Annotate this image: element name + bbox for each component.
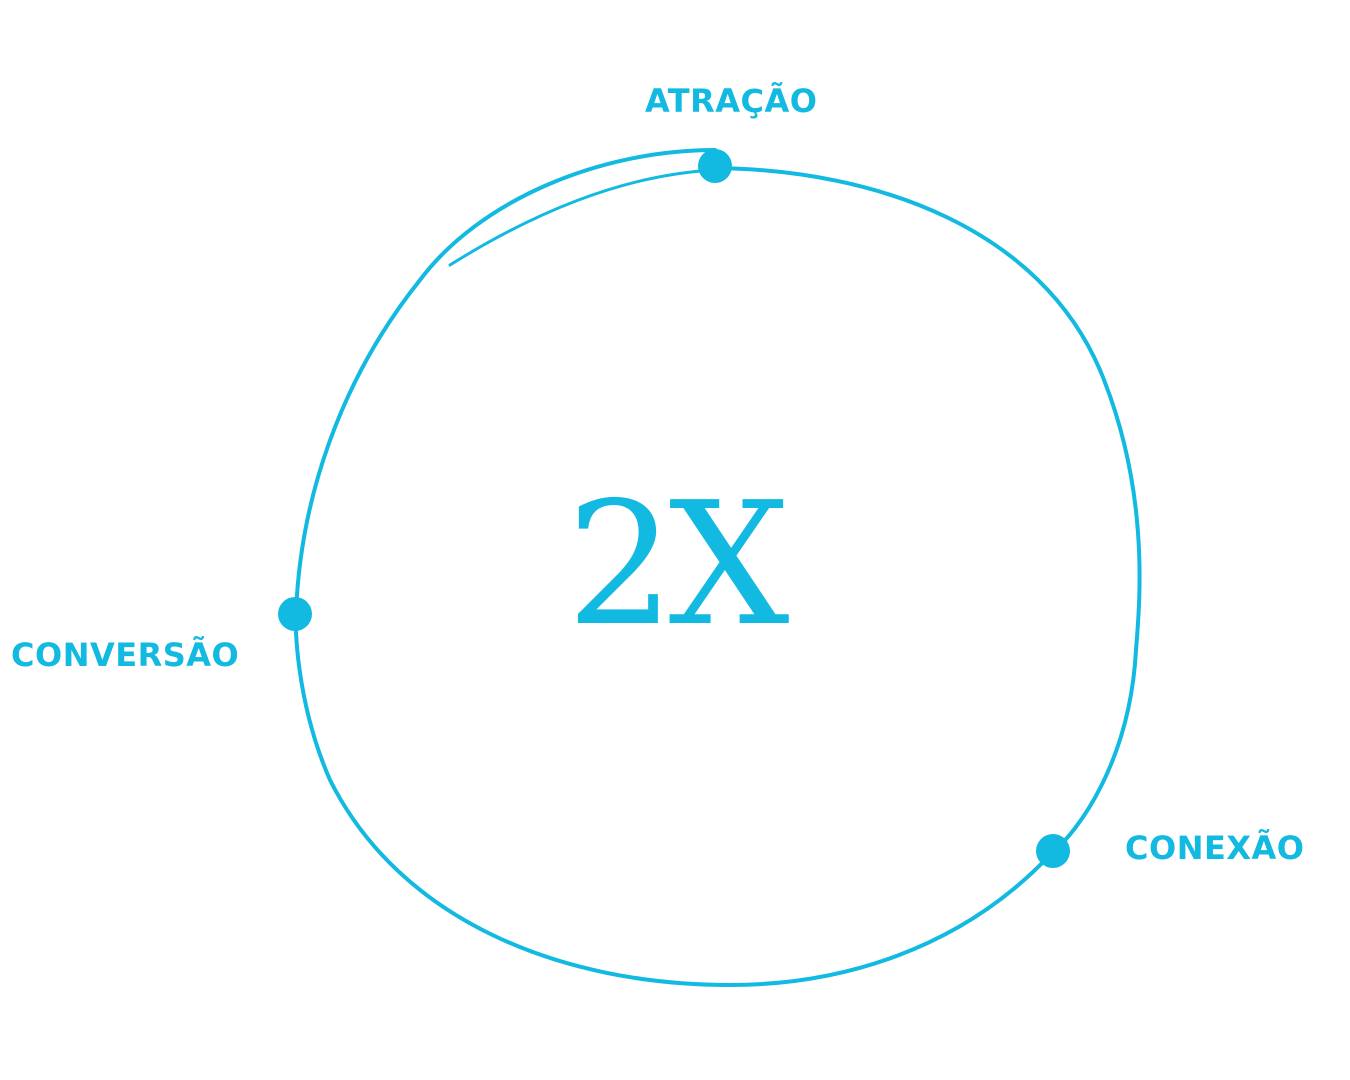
marker-conexao — [1036, 834, 1070, 868]
cycle-loop — [293, 148, 1142, 988]
stage-label-atracao: ATRAÇÃO — [645, 82, 818, 120]
marker-atracao — [698, 149, 732, 183]
center-value: 2X — [566, 466, 789, 664]
stage-label-conversao: CONVERSÃO — [11, 636, 240, 674]
cycle-overlap-stroke — [448, 168, 717, 267]
marker-conversao — [278, 597, 312, 631]
stage-label-conexao: CONEXÃO — [1125, 829, 1305, 867]
